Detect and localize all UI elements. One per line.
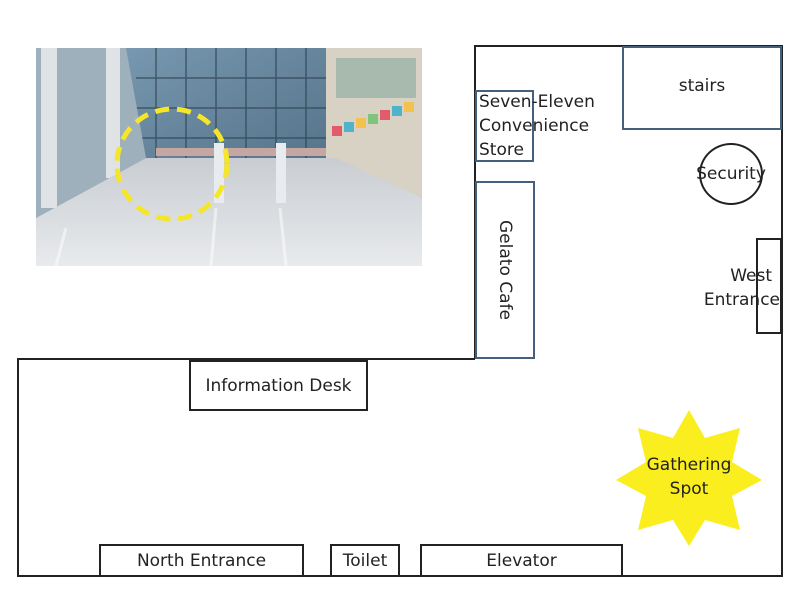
west-entrance-door[interactable] <box>756 238 782 334</box>
security-circle[interactable] <box>699 143 763 205</box>
toilet[interactable]: Toilet <box>330 544 400 577</box>
gathering-star-shape <box>616 410 762 546</box>
gelato-cafe-label: Gelato Cafe <box>495 220 515 320</box>
security-label: Security <box>696 164 766 184</box>
elevator[interactable]: Elevator <box>420 544 623 577</box>
gathering-spot-label-line1: Gathering <box>646 455 732 475</box>
stairs-label: stairs <box>678 76 726 96</box>
seven-eleven-store[interactable] <box>475 90 534 162</box>
atrium-photo-graphic <box>36 48 422 266</box>
information-desk[interactable]: Information Desk <box>189 360 368 411</box>
gathering-spot-label-line2: Spot <box>669 479 709 499</box>
atrium-photo <box>36 48 422 266</box>
west-entrance-label-line1: West <box>730 266 772 286</box>
seven-eleven-label-line2: Convenience <box>479 116 590 136</box>
north-entrance[interactable]: North Entrance <box>99 544 304 577</box>
seven-eleven-label-line3: Store <box>479 140 524 160</box>
seven-eleven-label: Seven-Eleven Convenience Store <box>479 90 609 162</box>
gelato-cafe[interactable] <box>475 181 535 359</box>
west-entrance-label-line2: Entrance <box>703 290 780 310</box>
west-entrance-label: West Entrance <box>690 264 780 312</box>
seven-eleven-label-line1: Seven-Eleven <box>479 92 595 112</box>
stairs-area[interactable] <box>622 46 782 130</box>
gathering-spot-star[interactable] <box>614 408 764 548</box>
gathering-spot-label: Gathering Spot <box>629 453 749 501</box>
